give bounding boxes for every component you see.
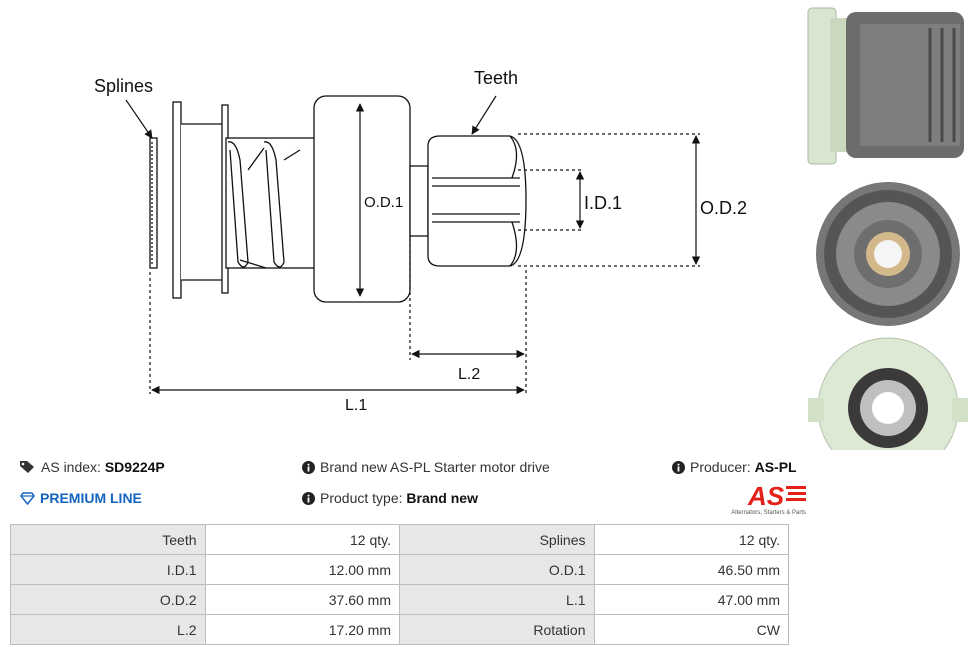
label-od2: O.D.2: [700, 198, 747, 218]
specs-table: Teeth 12 qty. Splines 12 qty. I.D.1 12.0…: [10, 524, 789, 645]
spec-value: 37.60 mm: [204, 584, 400, 615]
info-icon: [672, 461, 685, 474]
spec-label: O.D.2: [10, 584, 206, 615]
table-row: L.2 17.20 mm Rotation CW: [10, 614, 789, 645]
pinion-gear: [427, 135, 527, 267]
svg-text:Alternators, Starters & Parts: Alternators, Starters & Parts: [731, 510, 806, 516]
product-type-value: Brand new: [406, 490, 478, 506]
spec-label: L.1: [399, 584, 595, 615]
tag-icon: [20, 461, 34, 473]
info-icon: [302, 461, 315, 474]
svg-text:AS: AS: [747, 482, 785, 511]
as-index-label: AS index:: [41, 459, 101, 475]
description: Brand new AS-PL Starter motor drive: [302, 459, 550, 475]
photo-rear-view: [808, 337, 968, 450]
spec-value: 17.20 mm: [204, 614, 400, 645]
premium-line: PREMIUM LINE: [20, 490, 142, 506]
label-splines: Splines: [94, 76, 153, 96]
sleeve: [225, 137, 317, 269]
as-index-value: SD9224P: [104, 459, 165, 475]
spring: [227, 141, 301, 269]
spec-label: I.D.1: [10, 554, 206, 585]
info-icon: [302, 492, 315, 505]
producer: Producer: AS-PL: [672, 459, 797, 475]
clutch-body: [181, 123, 227, 281]
left-flange: [172, 101, 182, 299]
technical-drawing: Splines Teeth O.D.1 I.D.1 O.D.2 L.2 L.1: [94, 68, 747, 414]
label-id1: I.D.1: [584, 193, 622, 213]
spec-label: Rotation: [399, 614, 595, 645]
label-teeth: Teeth: [474, 68, 518, 88]
photo-front-view: [816, 182, 960, 326]
diamond-icon: [20, 492, 35, 505]
spec-value: 12 qty.: [204, 524, 400, 555]
spec-value: 12 qty.: [593, 524, 789, 555]
producer-value: AS-PL: [754, 459, 797, 475]
table-row: I.D.1 12.00 mm O.D.1 46.50 mm: [10, 554, 789, 585]
as-index: AS index: SD9224P: [20, 459, 165, 475]
product-type-label: Product type:: [320, 490, 403, 506]
spec-label: O.D.1: [399, 554, 595, 585]
spec-value: CW: [593, 614, 789, 645]
premium-line-label: PREMIUM LINE: [40, 490, 142, 506]
spec-value: 12.00 mm: [204, 554, 400, 585]
description-text: Brand new AS-PL Starter motor drive: [320, 459, 550, 475]
table-row: Teeth 12 qty. Splines 12 qty.: [10, 524, 789, 555]
product-photos: [807, 7, 968, 450]
label-od1: O.D.1: [364, 194, 403, 211]
as-pl-logo: AS Alternators, Starters & Parts: [731, 482, 806, 516]
spec-value: 47.00 mm: [593, 584, 789, 615]
photo-side-view: [807, 7, 964, 165]
spec-label: L.2: [10, 614, 206, 645]
label-l2: L.2: [458, 366, 480, 383]
spec-value: 46.50 mm: [593, 554, 789, 585]
shaft: [409, 165, 429, 237]
spec-label: Teeth: [10, 524, 206, 555]
producer-label: Producer:: [690, 459, 751, 475]
table-row: O.D.2 37.60 mm L.1 47.00 mm: [10, 584, 789, 615]
product-type: Product type: Brand new: [302, 490, 478, 506]
spline-collar: [149, 137, 158, 269]
label-l1: L.1: [345, 397, 367, 414]
spec-label: Splines: [399, 524, 595, 555]
